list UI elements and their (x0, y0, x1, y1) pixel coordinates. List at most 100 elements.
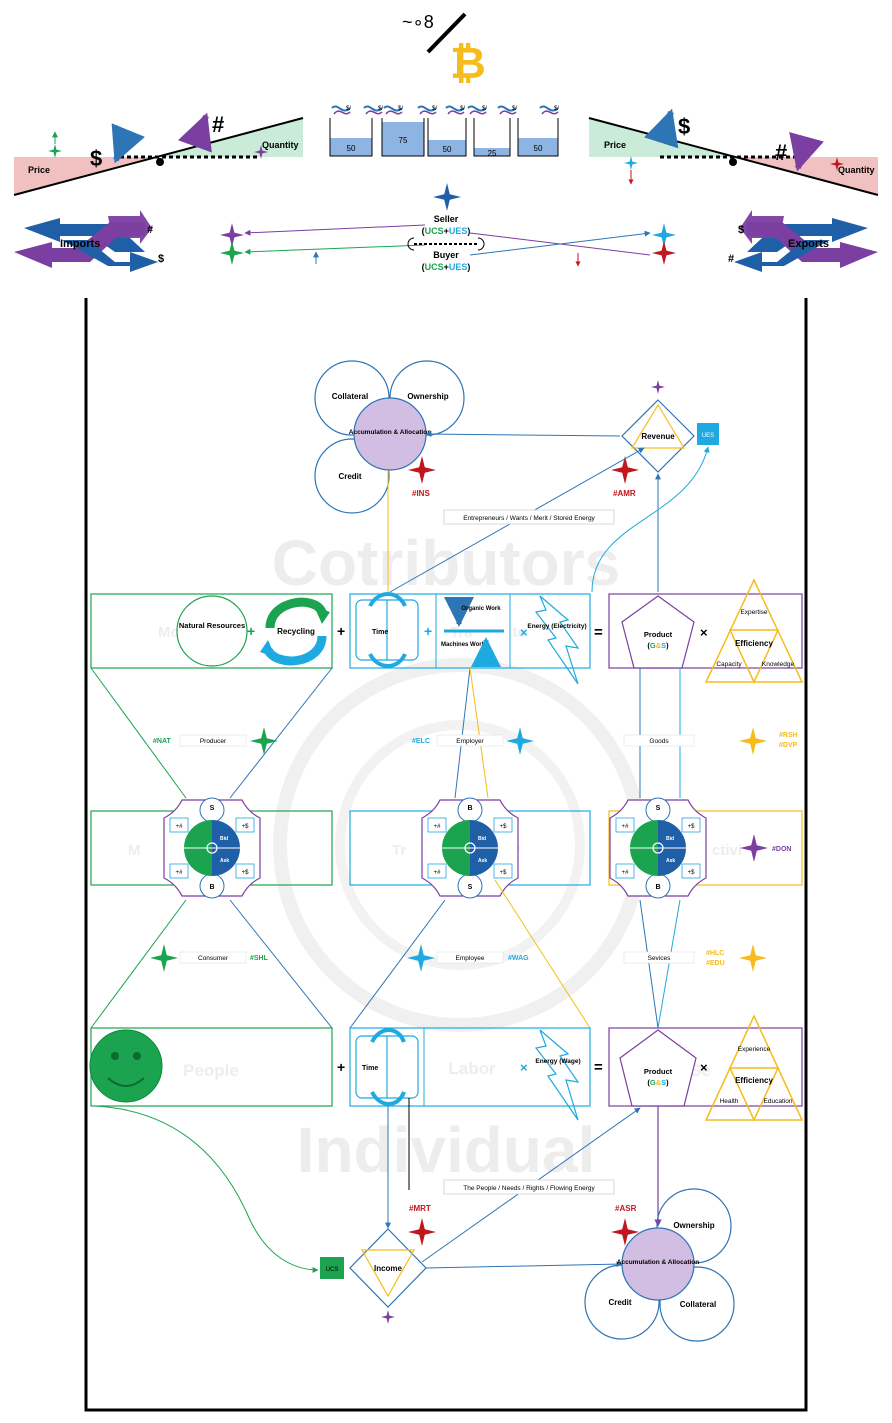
natural-resources-circle (176, 595, 248, 667)
row2: People + Time Labor × Energy (Wage) = Se… (89, 1014, 804, 1122)
services-faded: Se (690, 1061, 711, 1080)
hub2-petal-collateral (659, 1266, 735, 1342)
right-supply-chart: Price Quantity $ # (588, 108, 879, 196)
left-cycle-arrow (407, 237, 415, 251)
pipe-label-0: $/ (346, 106, 351, 112)
right-equilibrium-dot (729, 158, 737, 166)
smiley-eye-left (111, 1052, 119, 1060)
left-purple-arrow (178, 112, 212, 153)
seller-formula: (UCS+UES) (422, 226, 471, 236)
ucs-label: UCS (326, 1267, 339, 1273)
pipe-curve-b-3 (419, 110, 437, 115)
materials-box (90, 593, 333, 669)
mrt-tag: #MRT (409, 1204, 431, 1213)
ins-tag: #INS (412, 489, 430, 498)
revenue-triangle (630, 403, 686, 449)
left-supply-chart: Price Quantity $ # (13, 112, 304, 196)
time-label-1: Time (372, 629, 388, 636)
pipe-curve-b-7 (541, 110, 559, 115)
hub-to-revenue (425, 431, 621, 438)
bid-label: Bid (666, 836, 674, 842)
consumer-label: Consumer (198, 955, 229, 962)
employee-star (407, 944, 435, 972)
buyer-label: Buyer (433, 250, 459, 260)
goods-box (608, 593, 803, 669)
right-dollar-label: $ (678, 114, 690, 139)
corner-tl-label: +# (176, 824, 184, 830)
times-4: × (700, 1060, 708, 1075)
pipe-label-3: $/ (432, 106, 437, 112)
ues-label: UES (702, 433, 714, 439)
plus-3: + (424, 623, 432, 639)
pipe-curve-2 (383, 105, 403, 112)
corner-br-box (681, 863, 701, 879)
corner-br-box (493, 863, 513, 879)
amr-star (611, 456, 639, 484)
employer-box (436, 734, 504, 747)
ucs-box (320, 1257, 344, 1279)
pipe-label-1: $/ (378, 106, 383, 112)
recycling-label: Recycling (277, 627, 315, 636)
efficiency-label-1: Efficiency (735, 639, 773, 648)
imports-dollar: $ (158, 253, 164, 265)
revenue-label: Revenue (641, 432, 675, 441)
barrel-value-2: 50 (443, 145, 452, 154)
hub2-credit-label: Credit (608, 1298, 631, 1307)
exports-hash: # (728, 253, 734, 265)
mrt-star (408, 1218, 436, 1246)
market-box-right (608, 810, 803, 886)
corner-br-label: +$ (688, 870, 696, 876)
natural-resources-label: Natural Resources (179, 621, 245, 630)
exports-label: Exports (788, 238, 829, 250)
people-faded: People (183, 1061, 239, 1080)
barrel-value-4: 50 (534, 144, 543, 153)
left-price-label: Price (28, 165, 50, 175)
exchange-bottom-label: B (209, 884, 214, 891)
exchange-nodes: SB+#+$+#+$BidAskBS+#+$+#+$BidAskSB+#+$+#… (163, 797, 707, 899)
time-arc-bottom-2 (370, 1090, 406, 1106)
corner-tl-box (427, 817, 447, 833)
seller-label: Seller (434, 214, 459, 224)
row-labels-2: Consumer #SHL Employee #WAG Sevices #HLC… (150, 944, 767, 972)
recycling-icon-blue (263, 635, 327, 666)
right-blue-arrow (644, 108, 679, 149)
pipe-curve-1 (363, 105, 383, 112)
barrel-outline-4 (517, 118, 559, 157)
barrel-value-3: 25 (488, 149, 497, 158)
product-label-2: Product (644, 1067, 673, 1076)
barrel-outline-0 (329, 118, 373, 157)
consumer-star (150, 944, 178, 972)
hub2-center-label: Accumulation & Allocation (617, 1259, 699, 1266)
goods-star (739, 727, 767, 755)
goods-label: Goods (649, 738, 669, 745)
exchange-center-ring (464, 842, 476, 854)
right-hash-label: # (775, 140, 787, 165)
smiley-mouth (107, 1077, 145, 1087)
product-label-1: Product (644, 630, 673, 639)
pipe-curve-5 (467, 105, 487, 112)
pipe-curve-4 (445, 105, 465, 112)
barrel-fill-1 (382, 122, 424, 156)
corner-tl-label: +# (434, 824, 442, 830)
main-diagram: Cotributors Individual Collateral Owners… (84, 298, 808, 1412)
expertise-label-1: Expertise (740, 609, 767, 616)
income-purple-star (381, 1310, 395, 1324)
producer-star (250, 727, 278, 755)
barrel-value-1: 75 (399, 136, 408, 145)
corner-tr-label: +$ (242, 824, 250, 830)
hub-petal-credit (314, 438, 390, 514)
exchange-top-label: B (467, 805, 472, 812)
income-diamond (349, 1228, 427, 1308)
hub2-collateral-label: Collateral (680, 1300, 716, 1309)
corner-tl-box (169, 817, 189, 833)
left-green-star (48, 144, 62, 158)
c2-right-1 (639, 899, 659, 1029)
left-blue-arrow (111, 123, 145, 164)
exchange-center-ring (652, 842, 664, 854)
hub-collateral-label: Collateral (332, 392, 368, 401)
pipe-label-7: $/ (554, 106, 559, 112)
plus-1: + (247, 623, 255, 639)
